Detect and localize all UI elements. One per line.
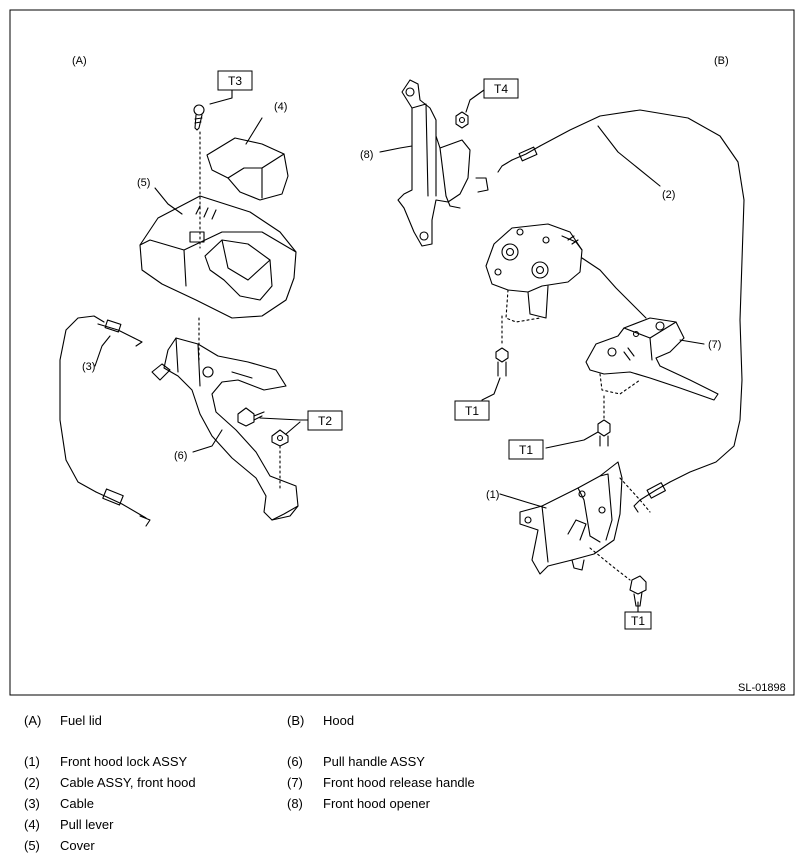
callout-1: (1) — [486, 489, 499, 501]
hood-lock-part — [519, 461, 651, 581]
legend-num: (1) — [24, 754, 40, 769]
pull-lever-part — [206, 137, 289, 201]
legend-text: Front hood release handle — [323, 775, 475, 790]
bolt-t2 — [237, 407, 289, 491]
torque-t3: T3 — [228, 74, 242, 88]
cover-part — [139, 195, 297, 319]
latch-plate-part — [485, 223, 647, 323]
legend-text: Hood — [323, 713, 355, 728]
figure-id: SL-01898 — [738, 682, 786, 694]
nut-t4 — [455, 111, 469, 129]
legend-num: (6) — [287, 754, 303, 769]
bolt-t1-upper — [495, 347, 509, 377]
torque-box-t3: T3 — [217, 70, 253, 91]
legend-num: (A) — [24, 713, 42, 728]
parts-diagram: (A) (B) SL-01898 — [9, 9, 795, 696]
legend-text: Front hood opener — [323, 796, 430, 811]
torque-box-t1-lower: T1 — [624, 611, 652, 630]
legend-text: Cable ASSY, front hood — [60, 775, 196, 790]
callout-7: (7) — [708, 339, 721, 351]
torque-t1-upper: T1 — [465, 404, 479, 418]
cable-part — [59, 315, 151, 527]
legend-text: Cable — [60, 796, 94, 811]
torque-box-t4: T4 — [483, 78, 519, 99]
hood-cable-part — [497, 109, 745, 513]
torque-box-t1-upper: T1 — [454, 400, 490, 421]
legend-text: Cover — [60, 838, 95, 853]
torque-box-t2: T2 — [307, 410, 343, 431]
legend-num: (7) — [287, 775, 303, 790]
callout-8: (8) — [360, 149, 373, 161]
leader-lines — [94, 89, 705, 613]
callout-5: (5) — [137, 177, 150, 189]
callout-6: (6) — [174, 450, 187, 462]
torque-t1-lower: T1 — [631, 614, 645, 628]
legend-num: (3) — [24, 796, 40, 811]
callout-4: (4) — [274, 101, 287, 113]
legend-text: Pull handle ASSY — [323, 754, 425, 769]
legend-num: (5) — [24, 838, 40, 853]
panel-b-label: (B) — [714, 55, 729, 67]
legend-num: (2) — [24, 775, 40, 790]
torque-t4: T4 — [494, 82, 508, 96]
diagram-frame — [9, 9, 795, 696]
legend-text: Front hood lock ASSY — [60, 754, 188, 769]
pull-handle-part — [151, 337, 299, 521]
torque-t2: T2 — [318, 414, 332, 428]
callout-2: (2) — [662, 189, 675, 201]
hood-opener-part — [397, 79, 489, 247]
torque-box-t1-middle: T1 — [508, 439, 544, 460]
legend-num: (B) — [287, 713, 305, 728]
legend-text: Pull lever — [60, 817, 114, 832]
callout-3: (3) — [82, 361, 95, 373]
legend-num: (4) — [24, 817, 40, 832]
legend-text: Fuel lid — [60, 713, 102, 728]
screw-t3 — [193, 104, 205, 131]
panel-a-label: (A) — [72, 55, 87, 67]
torque-t1-middle: T1 — [519, 443, 533, 457]
release-handle-part — [585, 317, 719, 401]
legend-num: (8) — [287, 796, 303, 811]
